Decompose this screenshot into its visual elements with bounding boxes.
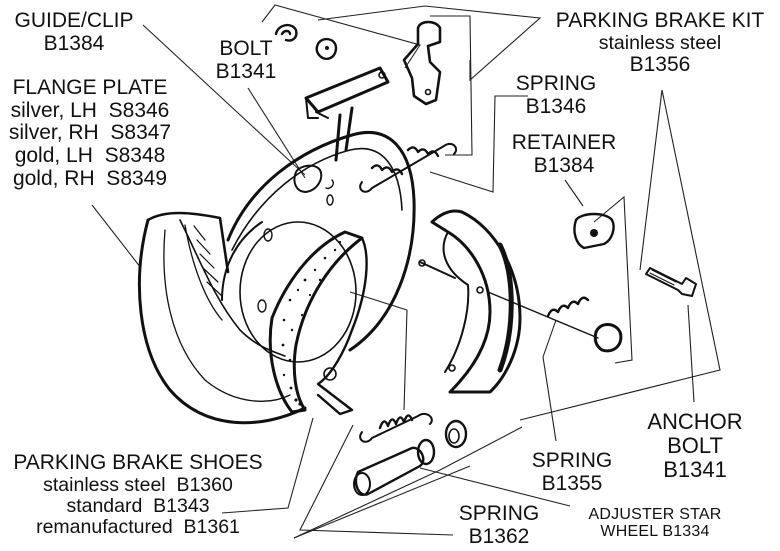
spring-b1355-part: B1355 (541, 471, 603, 495)
label-spring-b1346: SPRING B1346 (510, 72, 602, 118)
leader-retainer (564, 179, 584, 207)
parking-brake-kit-subtitle: stainless steel (598, 31, 722, 54)
flange-plate-drawing (221, 66, 416, 363)
leader-retainer-bracket (593, 195, 633, 364)
brake-shoe-lined-drawing (268, 230, 368, 416)
label-parking-brake-kit: PARKING BRAKE KIT stainless steel B1356 (543, 9, 777, 76)
spring-b1346-title: SPRING (515, 72, 597, 95)
bolt-title: BOLT (219, 37, 273, 60)
leader-kit-center (317, 5, 542, 82)
parking-brake-shoes-option: remanufactured B1361 (36, 515, 240, 538)
flange-plate-title: FLANGE PLATE (12, 76, 168, 99)
parking-brake-shoes-title: PARKING BRAKE SHOES (13, 451, 263, 474)
parking-brake-kit-part: B1356 (629, 52, 691, 76)
small-parts-drawing (274, 20, 697, 297)
label-spring-b1362: SPRING B1362 (452, 502, 546, 548)
leader-adjuster-join (293, 465, 471, 539)
spring-b1362-part: B1362 (468, 524, 530, 548)
leader-shoe-center (349, 291, 408, 311)
leader-flange-plate (91, 204, 142, 269)
retainer-part: B1384 (533, 153, 595, 177)
flange-plate-option: silver, RH S8347 (8, 121, 172, 145)
springs-drawing (359, 142, 623, 443)
guide-clip-title: GUIDE/CLIP (14, 9, 134, 32)
leader-spring-1355 (542, 319, 557, 442)
guide-clip-part: B1384 (43, 31, 105, 55)
leader-anchor-bolt (687, 304, 695, 403)
leader-brake-shoes (221, 417, 314, 514)
label-adjuster-star-wheel: ADJUSTER STAR WHEEL B1334 (574, 506, 736, 541)
leader-kit-anchor (519, 89, 721, 421)
retainer-title: RETAINER (511, 131, 617, 154)
label-parking-brake-shoes: PARKING BRAKE SHOES stainless steel B136… (2, 451, 274, 538)
leader-guide-clip (142, 24, 306, 176)
flange-plate-option: silver, LH S8346 (10, 98, 170, 122)
flange-plate-option: gold, LH S8348 (14, 144, 166, 168)
parking-brake-shoes-option: standard B1343 (66, 494, 210, 517)
spring-b1362-title: SPRING (458, 502, 540, 525)
anchor-bolt-title-1: ANCHOR (647, 409, 743, 434)
label-guide-clip: GUIDE/CLIP B1384 (8, 9, 140, 55)
leader-spring-1362 (299, 424, 454, 536)
brake-shoe-rear-drawing (418, 209, 522, 394)
label-retainer: RETAINER B1384 (506, 131, 622, 177)
adjuster-title: ADJUSTER STAR (588, 506, 722, 523)
bolt-part: B1341 (215, 59, 277, 83)
leader-kit-retainer (639, 89, 663, 271)
adjuster-drawing (353, 419, 468, 496)
leader-bolt (247, 87, 306, 179)
leader-kit-left (261, 4, 421, 69)
label-bolt: BOLT B1341 (206, 37, 286, 83)
parking-brake-kit-title: PARKING BRAKE KIT (555, 9, 765, 32)
leader-kit-bracket (430, 15, 473, 156)
parking-brake-shoes-option: stainless steel B1360 (43, 473, 233, 496)
spring-b1346-part: B1346 (525, 94, 587, 118)
label-spring-b1355: SPRING B1355 (524, 449, 620, 495)
label-flange-plate: FLANGE PLATE silver, LH S8346 silver, RH… (2, 76, 178, 190)
label-anchor-bolt: ANCHOR BOLT B1341 (640, 410, 750, 481)
anchor-bolt-title-2: BOLT (667, 432, 723, 458)
leader-spring-1346 (429, 95, 528, 193)
flange-plate-option: gold, RH S8349 (12, 166, 168, 190)
leader-shoe-down (403, 309, 408, 411)
leader-adjuster (419, 467, 571, 507)
anchor-bolt-part: B1341 (663, 456, 727, 482)
spring-b1355-title: SPRING (531, 449, 613, 472)
leader-spring-1355-b (293, 426, 523, 539)
leader-lines (91, 4, 721, 539)
adjuster-part: WHEEL B1334 (600, 523, 710, 541)
